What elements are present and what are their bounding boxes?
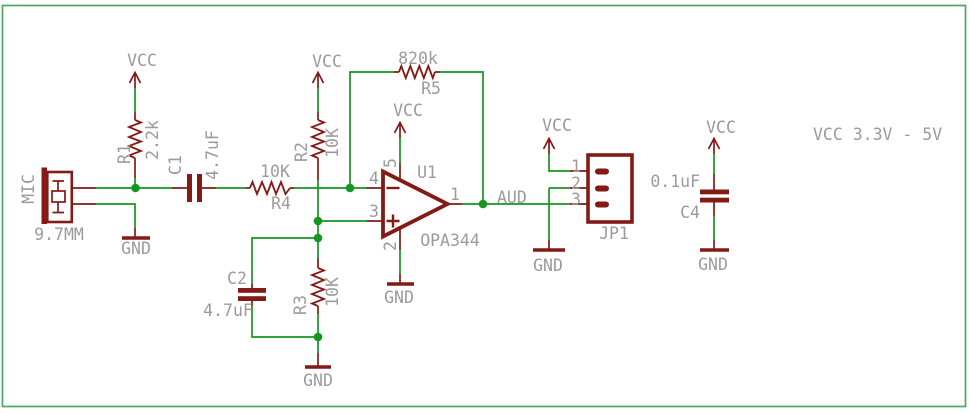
u1-pin2-number: 2 <box>381 241 400 251</box>
r5-zigzag[interactable] <box>398 63 436 81</box>
supply-note: VCC 3.3V - 5V <box>813 125 942 144</box>
wire-jp1-power[interactable] <box>548 154 570 240</box>
r3-value: 10K <box>323 277 342 307</box>
gnd-label-mic: GND <box>121 239 151 258</box>
resistor-r5[interactable]: 820k R5 <box>394 49 441 98</box>
vcc-label-r1: VCC <box>127 51 157 70</box>
vcc-symbol-u1[interactable]: VCC <box>393 101 423 138</box>
r1-value: 2.2k <box>143 120 162 160</box>
resistor-r3[interactable]: R3 10K <box>291 258 342 315</box>
sheet-frame <box>1 4 967 408</box>
c4-ref: C4 <box>680 203 700 222</box>
r1-zigzag[interactable] <box>126 119 144 159</box>
jp1-pin3-number: 3 <box>571 190 581 209</box>
gnd-symbol-c4[interactable]: GND <box>698 240 729 274</box>
mic-body[interactable] <box>45 170 74 224</box>
jp1-pad-2 <box>595 185 609 192</box>
gnd-label-r3: GND <box>303 371 333 390</box>
r4-value: 10K <box>260 162 290 181</box>
connector-jp1[interactable]: 1 2 3 JP1 <box>570 153 634 243</box>
resistor-r1[interactable]: R1 2.2k <box>115 112 162 178</box>
vcc-symbol-jp1[interactable]: VCC <box>542 116 572 154</box>
jp1-pad-3 <box>595 201 609 208</box>
c4-plate-top <box>700 189 729 195</box>
u1-pins <box>367 163 462 250</box>
gnd-symbol-mic[interactable]: GND <box>121 228 151 258</box>
r1-ref: R1 <box>115 144 134 164</box>
r4-zigzag[interactable] <box>249 179 291 197</box>
r5-value: 820k <box>398 49 438 68</box>
vcc-label-r2: VCC <box>312 52 342 71</box>
jp1-ref: JP1 <box>599 224 629 243</box>
jp1-pin2-number: 2 <box>571 174 581 193</box>
c1-plate-right <box>197 174 202 202</box>
u1-triangle[interactable] <box>381 168 452 240</box>
mic-element <box>51 190 66 203</box>
capacitor-c2[interactable]: C2 4.7uF <box>203 269 266 320</box>
junction-mic-r1 <box>131 183 140 193</box>
wire-mic-gnd[interactable] <box>96 203 136 228</box>
mic-value: 9.7MM <box>34 225 84 244</box>
junction-dots <box>131 183 488 342</box>
resistor-r4[interactable]: 10K R4 <box>246 162 294 213</box>
c2-value: 4.7uF <box>203 301 253 320</box>
mic-ref: MIC <box>19 174 38 204</box>
wire-inverting-node[interactable] <box>294 71 394 189</box>
r4-ref: R4 <box>271 194 291 213</box>
net-label-aud: AUD <box>497 188 527 207</box>
mic-left-plate <box>41 167 47 224</box>
u1-pin4-number: 4 <box>369 169 379 188</box>
opamp-u1[interactable]: 4 3 1 5 2 U1 OPA344 <box>367 158 480 251</box>
vcc-label-c4: VCC <box>706 118 736 137</box>
mic-symbol[interactable]: MIC 9.7MM <box>19 167 96 245</box>
gnd-symbol-jp1[interactable]: GND <box>533 240 565 275</box>
junction-r3-c2-gnd <box>313 332 323 342</box>
u1-ref: U1 <box>417 163 437 182</box>
resistor-r2[interactable]: R2 10K <box>292 112 342 180</box>
u1-pin5-number: 5 <box>381 158 400 168</box>
mic-pins <box>72 187 96 205</box>
gnd-symbol-u1[interactable]: GND <box>384 274 414 307</box>
gnd-label-u1: GND <box>384 288 414 307</box>
c1-plate-left <box>187 174 192 202</box>
r2-ref: R2 <box>292 142 311 162</box>
c2-plate-top <box>238 288 266 293</box>
jp1-body[interactable] <box>586 153 634 224</box>
c2-ref: C2 <box>227 269 247 288</box>
junction-aud <box>478 199 488 209</box>
junction-bias-c2 <box>313 233 323 243</box>
c1-ref: C1 <box>166 155 185 175</box>
c4-value: 0.1uF <box>650 172 700 191</box>
r5-ref: R5 <box>421 79 441 98</box>
capacitor-c1[interactable]: C1 4.7uF <box>166 130 222 202</box>
r3-zigzag[interactable] <box>309 267 327 307</box>
junction-feedback <box>345 183 355 193</box>
u1-pin3-number: 3 <box>369 202 379 221</box>
u1-part: OPA344 <box>420 231 480 250</box>
mic-element-leads <box>52 180 64 214</box>
u1-plus-sign <box>386 214 400 228</box>
gnd-label-c4: GND <box>698 255 728 274</box>
vcc-symbol-c4[interactable]: VCC <box>706 118 736 154</box>
vcc-label-jp1: VCC <box>542 116 572 135</box>
capacitor-c4[interactable]: 0.1uF C4 <box>650 172 729 222</box>
u1-pin1-number: 1 <box>450 185 460 204</box>
r2-value: 10K <box>323 128 342 158</box>
jp1-pad-1 <box>595 168 609 175</box>
vcc-symbol-r2[interactable]: VCC <box>311 52 342 88</box>
junction-bias-pin3 <box>313 216 323 226</box>
c1-value: 4.7uF <box>203 130 222 180</box>
jp1-pins <box>570 170 588 205</box>
jp1-pin1-number: 1 <box>571 157 581 176</box>
gnd-symbol-r3[interactable]: GND <box>303 353 333 390</box>
vcc-label-u1: VCC <box>393 101 423 120</box>
r3-ref: R3 <box>291 295 310 315</box>
gnd-label-jp1: GND <box>533 256 563 275</box>
vcc-symbol-r1[interactable]: VCC <box>127 51 157 88</box>
c2-plate-bottom <box>238 296 266 301</box>
c4-plate-bottom <box>700 197 729 203</box>
r2-zigzag[interactable] <box>309 119 327 159</box>
